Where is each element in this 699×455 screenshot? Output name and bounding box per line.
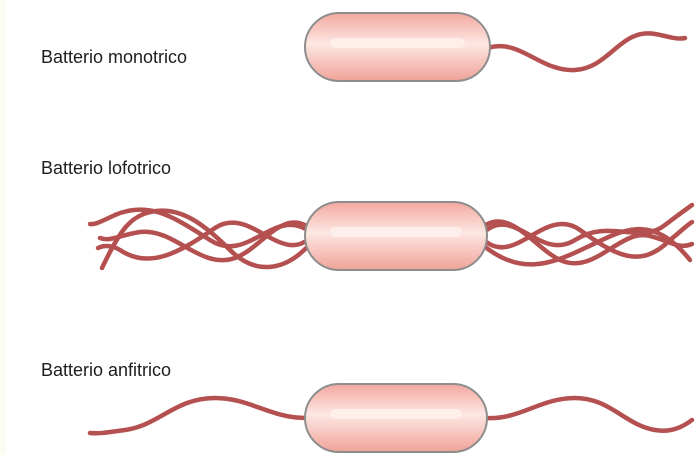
cell-highlight <box>330 227 462 237</box>
cell-highlight <box>330 38 465 48</box>
amphitrichous-bacterium <box>90 384 692 452</box>
flagellum <box>488 33 685 70</box>
lophotrichous-bacterium <box>90 202 692 270</box>
cell-highlight <box>330 409 462 419</box>
flagellum <box>90 398 306 433</box>
flagellum <box>486 398 692 431</box>
monotrichous-bacterium <box>305 13 685 81</box>
